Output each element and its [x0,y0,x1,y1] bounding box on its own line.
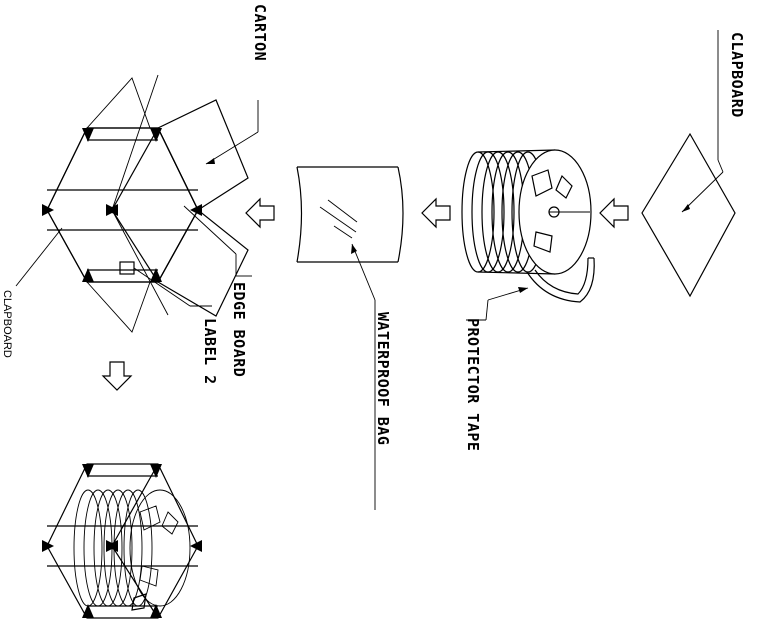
carton-label: CARTON [251,4,269,61]
arrow-down [101,361,133,391]
clapboard-diamond [641,132,736,298]
clapboard-leader [717,30,724,173]
label2-label: LABEL 2 [201,318,219,385]
reel [461,149,595,303]
arrow-left-1 [599,197,629,229]
protector-tape-label: PROTECTOR TAPE [464,318,482,451]
arrow-left-2 [421,197,451,229]
carton-open [42,74,249,333]
protector-tape-leader [466,287,529,321]
clapboard-side-leader [15,227,63,287]
arrow-left-3 [245,197,275,229]
waterproof-bag-leader [351,243,376,510]
waterproof-bag-label: WATERPROOF BAG [374,312,392,445]
carton-leader [205,100,259,165]
clapboard-side-label: CLAPBOARD [1,290,13,358]
label2-leader [133,267,212,307]
carton-packed [42,463,202,619]
edge-board-label: EDGE BOARD [230,282,248,377]
waterproof-bag [296,166,404,263]
edge-board-leader [183,205,252,277]
clapboard-label: CLAPBOARD [728,32,746,118]
